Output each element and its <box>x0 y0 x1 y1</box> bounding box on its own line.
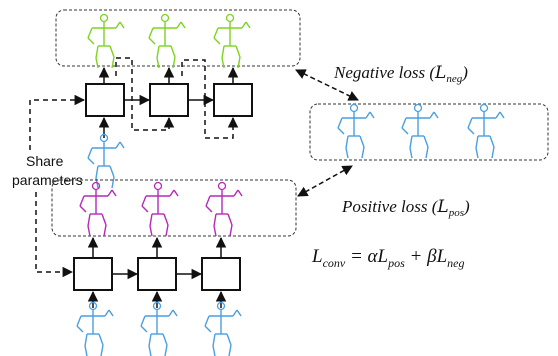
input-skeleton-bottom-3 <box>204 301 242 356</box>
anchor-skeleton-box <box>309 103 549 161</box>
input-skeleton-bottom-2 <box>140 301 178 356</box>
positive-skeleton-1 <box>79 181 117 237</box>
share-dashed-bottom <box>35 192 74 278</box>
rnn-cell-top-3 <box>213 83 253 117</box>
positive-skeleton-box <box>51 179 297 237</box>
conv-loss-formula: Lconv = αLpos + βLneg <box>311 246 464 270</box>
positive-skeleton-3 <box>205 181 243 237</box>
rnn-cell-top-1 <box>85 83 125 117</box>
rnn-cell-bottom-2 <box>137 257 177 291</box>
negative-skeleton-3 <box>213 13 251 69</box>
rnn-cell-bottom-1 <box>73 257 113 291</box>
anchor-skeleton-2 <box>401 103 439 159</box>
negative-loss-arrow <box>295 69 359 101</box>
positive-loss-label: Positive loss (Lpos) <box>341 197 470 219</box>
negative-skeleton-box <box>55 9 301 67</box>
anchor-skeleton-3 <box>467 103 505 159</box>
share-dashed-top <box>29 94 86 150</box>
negative-skeleton-1 <box>87 13 125 69</box>
rnn-cell-top-2 <box>149 83 189 117</box>
positive-skeleton-2 <box>141 181 179 237</box>
share-label-line2: parameters <box>12 172 83 188</box>
rnn-cell-bottom-3 <box>201 257 241 291</box>
negative-skeleton-2 <box>148 13 186 69</box>
share-label-line1: Share <box>26 153 64 169</box>
feedback-dashed-2 <box>181 59 239 139</box>
negative-skeletons <box>87 13 251 69</box>
positive-loss-arrow <box>297 165 353 197</box>
anchor-skeleton-1 <box>337 103 375 159</box>
feedback-dashed-1 <box>115 57 175 131</box>
input-skeleton-bottom-1 <box>76 301 114 356</box>
negative-loss-label: Negative loss (Lneg) <box>333 63 468 85</box>
